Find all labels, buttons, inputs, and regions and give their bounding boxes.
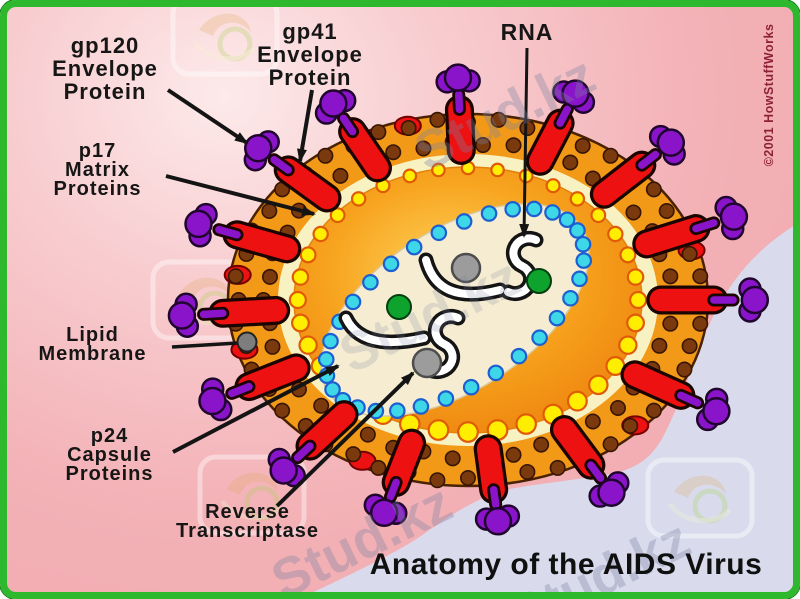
green-core-protein-dot [386,294,412,320]
matrix-cream-ring [278,154,658,446]
rna-strands [338,230,544,380]
label-lipid-membrane: Lipid Membrane [7,324,180,365]
reverse-transcriptase-arrow [275,371,415,508]
label-line: Envelope [257,42,363,67]
label-line: p24 [90,425,129,447]
label-line: Proteins [53,178,142,200]
diagram-title: Anatomy of the AIDS Virus [369,548,763,581]
label-line: Protein [268,65,352,90]
p24-arrow [172,364,340,454]
label-gp120-envelope-protein: gp120 Envelope Protein [25,34,185,103]
label-line: Transcriptase [175,520,320,542]
lavender-background-region [313,226,793,592]
label-line: Capsule [67,444,152,466]
copyright-notice: ©2001 HowStuffWorks [762,23,776,167]
label-line: gp120 [70,33,140,58]
lipid-membrane-outer-bead-ring [227,111,709,489]
label-reverse-transcriptase: Reverse Transcriptase [125,501,370,542]
gp120-gp41-envelope-spikes [167,63,770,536]
rna-arrow [519,47,530,238]
lipid-membrane-inner-bead-ring [255,133,679,467]
callout-arrows [165,47,530,508]
label-line: Reverse [205,501,290,523]
envelope-red-base-stubs [223,115,706,471]
label-line: Envelope [52,56,158,81]
reverse-transcriptase-dot [450,252,482,284]
label-gp41-envelope-protein: gp41 Envelope Protein [230,20,390,89]
label-rna: RNA [487,19,567,45]
viral-envelope-membrane-band [226,112,710,488]
lipid-membrane-pointer-head [236,331,258,353]
watermark-text: Stud.kz [330,246,530,385]
p24-capsid-shell [320,203,590,417]
label-line: Proteins [65,463,154,485]
label-p17-matrix-proteins: p17 Matrix Proteins [20,140,175,200]
inner-core-orange-field [293,166,643,434]
label-line: Lipid [66,324,119,346]
p17-arrow [165,174,316,216]
label-line: gp41 [282,19,338,44]
label-line: Matrix [65,159,130,181]
label-p24-capsule-proteins: p24 Capsule Proteins [32,425,187,485]
green-core-protein-dot [526,268,552,294]
p24-capsid-cyan-dot-ring [317,200,593,420]
lipid-membrane-pointer [171,341,239,349]
reverse-transcriptase-dot [411,347,443,379]
watermark-text: Stud.kz [405,44,605,183]
label-line: RNA [500,19,554,45]
gp41-arrow [297,89,314,163]
label-line: Membrane [38,343,147,365]
label-line: p17 [78,140,117,162]
p17-matrix-yellow-dot-ring [288,160,648,443]
label-line: Protein [63,79,147,104]
capsid-core-contents [338,230,552,380]
